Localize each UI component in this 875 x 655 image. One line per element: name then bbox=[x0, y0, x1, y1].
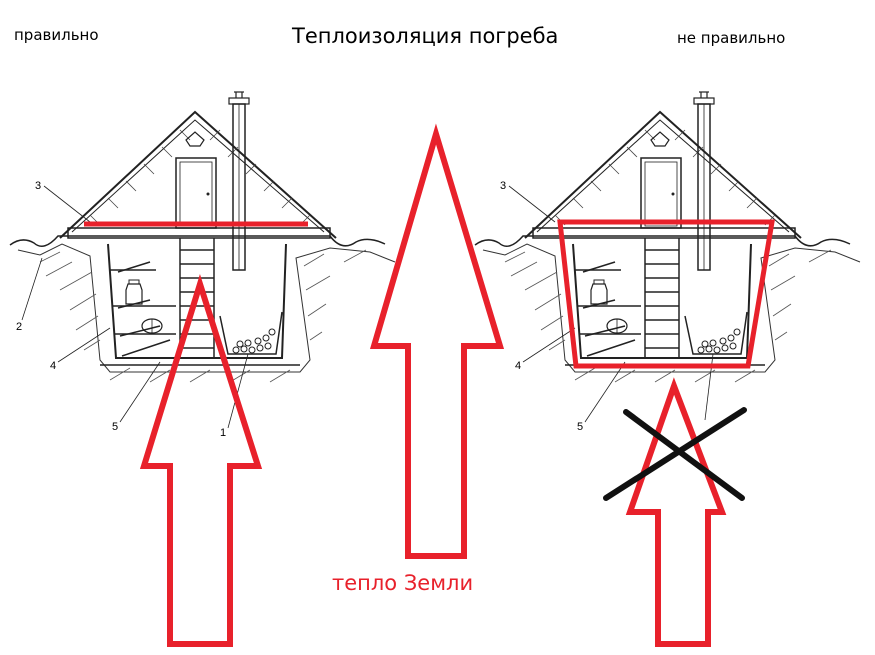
heat-arrow-left bbox=[139, 273, 263, 647]
callout-3-right: 3 bbox=[500, 180, 506, 192]
label-correct: правильно bbox=[14, 26, 99, 44]
page-title: Теплоизоляция погреба bbox=[292, 24, 559, 48]
heat-arrow-center bbox=[369, 123, 505, 559]
callout-4-left: 4 bbox=[50, 360, 56, 372]
callout-2-left: 2 bbox=[16, 321, 22, 333]
callout-5-right: 5 bbox=[577, 421, 583, 433]
heat-label: тепло Земли bbox=[332, 571, 474, 595]
callout-1-left: 1 bbox=[220, 427, 226, 439]
insulation-contour-wrong bbox=[557, 219, 775, 369]
callout-4-right: 4 bbox=[515, 360, 521, 372]
cross-mark-icon bbox=[603, 407, 747, 501]
cellar-drawing-correct bbox=[9, 91, 396, 429]
callout-3-left: 3 bbox=[35, 180, 41, 192]
label-wrong: не правильно bbox=[677, 29, 786, 47]
callout-5-left: 5 bbox=[112, 421, 118, 433]
heat-arrow-right bbox=[625, 377, 727, 647]
cellar-drawing-wrong bbox=[474, 91, 861, 423]
